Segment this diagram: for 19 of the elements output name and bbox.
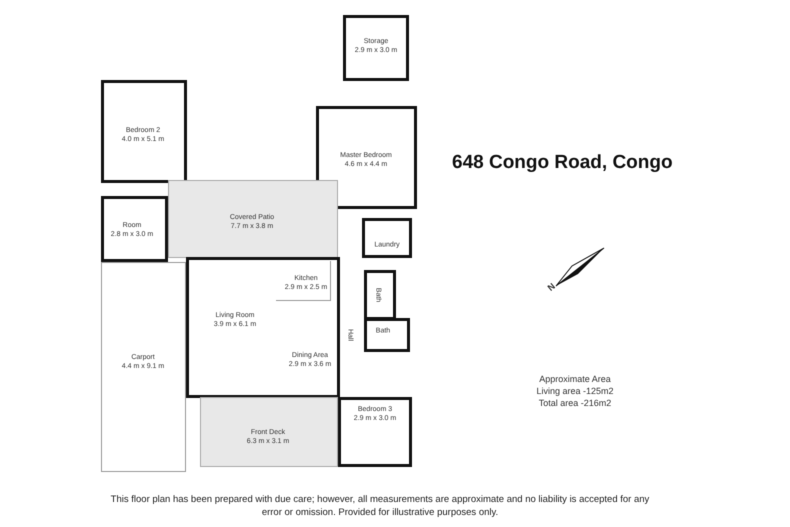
disclaimer-text: This floor plan has been prepared with due care; however, all measurements are approximate and no liability is accepted for any error or omission. Provided for illustrative purposes only. bbox=[110, 493, 650, 519]
deck-area bbox=[168, 180, 338, 258]
area-heading: Approximate Area bbox=[538, 374, 612, 384]
area-text: Total area -216m2 bbox=[538, 398, 612, 408]
north-label: N bbox=[546, 281, 557, 293]
room-outline bbox=[362, 218, 412, 258]
room-outline bbox=[338, 397, 412, 467]
kitchen-counter bbox=[276, 261, 331, 301]
deck-area bbox=[200, 397, 338, 467]
room-outline bbox=[316, 106, 417, 209]
room-outline bbox=[101, 80, 187, 183]
area-text: Living area -125m2 bbox=[535, 386, 615, 396]
address-title: 648 Congo Road, Congo bbox=[452, 152, 673, 174]
carport-area bbox=[101, 262, 186, 472]
room-outline bbox=[186, 257, 340, 398]
room-outline bbox=[364, 318, 410, 352]
room-outline bbox=[343, 15, 409, 81]
room-outline bbox=[101, 196, 168, 262]
room-outline bbox=[364, 270, 396, 320]
